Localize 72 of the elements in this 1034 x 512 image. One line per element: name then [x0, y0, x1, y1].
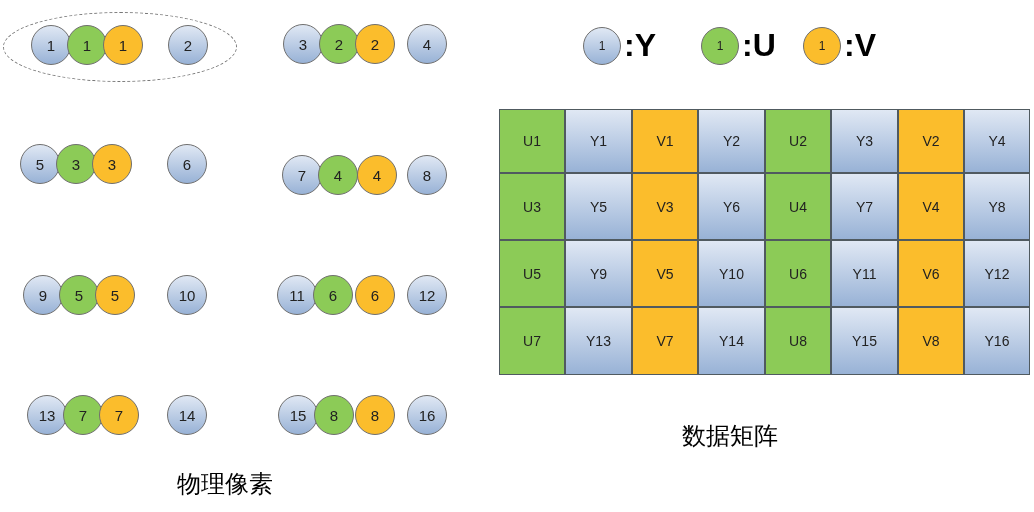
u-chroma-cell: U6 — [765, 240, 831, 307]
u-chroma-cell: U2 — [765, 109, 831, 173]
u-chroma-cell: U7 — [499, 307, 565, 375]
u-chroma-circle: 3 — [56, 144, 96, 184]
luma-cell: Y10 — [698, 240, 765, 307]
u-chroma-cell: U3 — [499, 173, 565, 240]
u-chroma-circle: 2 — [319, 24, 359, 64]
luma-cell: Y11 — [831, 240, 898, 307]
luma-cell: Y8 — [964, 173, 1030, 240]
luma-cell: Y7 — [831, 173, 898, 240]
luma-cell: Y1 — [565, 109, 632, 173]
luma-circle: 11 — [277, 275, 317, 315]
legend-circle: 1 — [701, 27, 739, 65]
v-chroma-circle: 7 — [99, 395, 139, 435]
luma-circle: 5 — [20, 144, 60, 184]
v-chroma-circle: 2 — [355, 24, 395, 64]
v-chroma-cell: V4 — [898, 173, 964, 240]
v-chroma-cell: V7 — [632, 307, 698, 375]
circle-caption: :V — [844, 26, 876, 64]
luma-circle: 14 — [167, 395, 207, 435]
v-chroma-cell: V8 — [898, 307, 964, 375]
luma-circle: 3 — [283, 24, 323, 64]
luma-circle: 2 — [168, 25, 208, 65]
v-chroma-circle: 6 — [355, 275, 395, 315]
luma-cell: Y4 — [964, 109, 1030, 173]
caption: 数据矩阵 — [682, 421, 778, 452]
u-chroma-cell: U4 — [765, 173, 831, 240]
v-chroma-cell: V3 — [632, 173, 698, 240]
luma-cell: Y15 — [831, 307, 898, 375]
u-chroma-circle: 5 — [59, 275, 99, 315]
legend-circle: 1 — [803, 27, 841, 65]
v-chroma-cell: V1 — [632, 109, 698, 173]
luma-cell: Y13 — [565, 307, 632, 375]
u-chroma-circle: 7 — [63, 395, 103, 435]
u-chroma-cell: U1 — [499, 109, 565, 173]
luma-circle: 4 — [407, 24, 447, 64]
luma-circle: 6 — [167, 144, 207, 184]
v-chroma-circle: 1 — [103, 25, 143, 65]
v-chroma-circle: 8 — [355, 395, 395, 435]
luma-circle: 7 — [282, 155, 322, 195]
luma-circle: 13 — [27, 395, 67, 435]
v-chroma-cell: V2 — [898, 109, 964, 173]
v-chroma-cell: V6 — [898, 240, 964, 307]
luma-circle: 16 — [407, 395, 447, 435]
luma-circle: 12 — [407, 275, 447, 315]
luma-cell: Y12 — [964, 240, 1030, 307]
circle-caption: :U — [742, 26, 776, 64]
luma-cell: Y9 — [565, 240, 632, 307]
v-chroma-circle: 3 — [92, 144, 132, 184]
v-chroma-circle: 5 — [95, 275, 135, 315]
luma-cell: Y6 — [698, 173, 765, 240]
luma-cell: Y14 — [698, 307, 765, 375]
luma-cell: Y2 — [698, 109, 765, 173]
luma-circle: 1 — [31, 25, 71, 65]
u-chroma-circle: 1 — [67, 25, 107, 65]
luma-circle: 8 — [407, 155, 447, 195]
circle-caption: :Y — [624, 26, 656, 64]
v-chroma-cell: V5 — [632, 240, 698, 307]
u-chroma-circle: 6 — [313, 275, 353, 315]
luma-circle: 9 — [23, 275, 63, 315]
u-chroma-circle: 8 — [314, 395, 354, 435]
v-chroma-circle: 4 — [357, 155, 397, 195]
luma-circle: 10 — [167, 275, 207, 315]
u-chroma-cell: U5 — [499, 240, 565, 307]
luma-cell: Y16 — [964, 307, 1030, 375]
luma-circle: 15 — [278, 395, 318, 435]
legend-circle: 1 — [583, 27, 621, 65]
caption: 物理像素 — [177, 469, 273, 500]
u-chroma-cell: U8 — [765, 307, 831, 375]
luma-cell: Y3 — [831, 109, 898, 173]
u-chroma-circle: 4 — [318, 155, 358, 195]
luma-cell: Y5 — [565, 173, 632, 240]
